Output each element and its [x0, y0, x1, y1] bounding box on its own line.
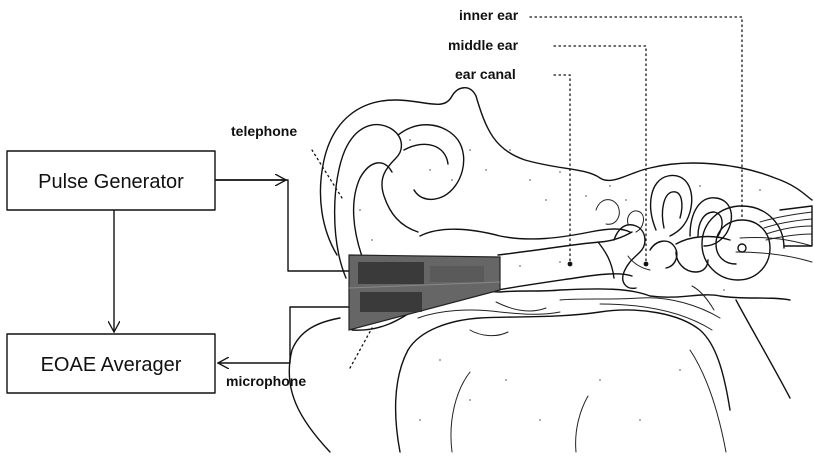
eardrum: [598, 242, 614, 278]
telephone-label: telephone: [231, 123, 297, 139]
concha: [420, 229, 630, 239]
eoae-averager-block: EOAE Averager: [7, 334, 215, 393]
semicircular-canals: [651, 175, 732, 246]
ear-canal-lower: [498, 274, 632, 290]
pulse-generator-label: Pulse Generator: [38, 171, 184, 193]
ear-canal-marker: [568, 262, 573, 267]
inner-ear-leader: [530, 17, 742, 220]
microphone-label: microphone: [226, 373, 306, 389]
middle-ear-marker: [644, 262, 649, 267]
ear-canal-label: ear canal: [455, 66, 516, 82]
eoae-averager-label: EOAE Averager: [41, 354, 182, 376]
response-wire: [218, 307, 350, 363]
microphone-leader: [350, 328, 372, 368]
tragus: [398, 125, 464, 200]
stimulus-wire: [216, 180, 350, 271]
ossicle-hook: [596, 200, 643, 232]
pulse-generator-block: Pulse Generator: [7, 151, 215, 210]
cochlea: [702, 206, 784, 280]
skull-base: [396, 300, 790, 452]
ear-canal-upper: [498, 232, 632, 255]
inner-ear-label: inner ear: [459, 7, 519, 23]
middle-ear-label: middle ear: [448, 37, 519, 53]
microphone-transducer: [360, 292, 422, 312]
mastoid-contour: [418, 310, 726, 452]
telephone-transducer: [358, 262, 424, 284]
pinna-inner: [354, 163, 392, 262]
